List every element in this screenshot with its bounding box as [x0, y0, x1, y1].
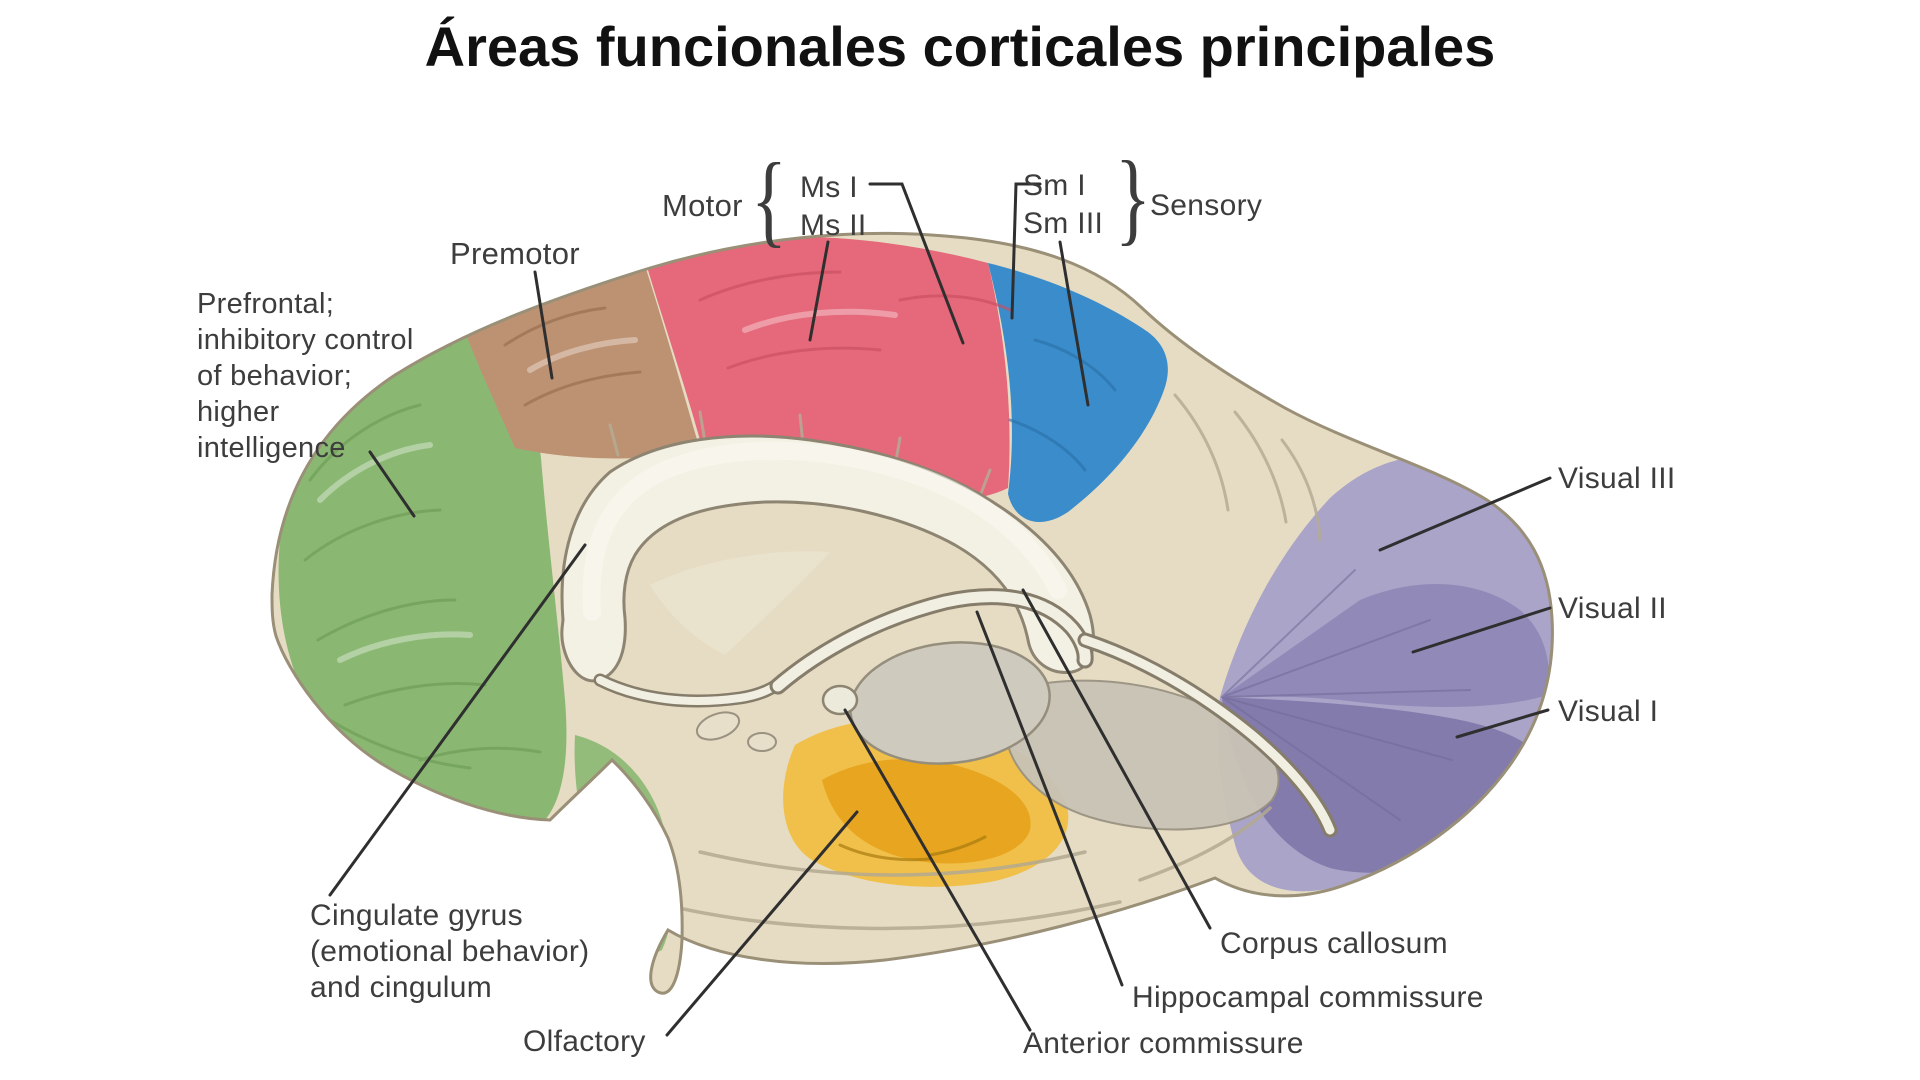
- label-ms2: Ms II: [800, 209, 867, 242]
- label-sensory: Sensory: [1150, 189, 1263, 222]
- cingulate-pointer-line: [328, 543, 587, 897]
- slide-title: Áreas funcionales corticales principales: [424, 15, 1496, 78]
- label-motor: Motor: [662, 188, 743, 223]
- olfactory-pointer-line: [665, 810, 859, 1037]
- label-ms1: Ms I: [800, 171, 858, 204]
- sm1-pointer-line: [1010, 182, 1042, 320]
- label-cingulate: Cingulate gyrus (emotional behavior) and…: [310, 899, 590, 1004]
- hippocampal-pointer-line: [975, 610, 1124, 987]
- corpus-callosum-highlight: [582, 441, 1067, 621]
- visual2-pointer-line: [1411, 606, 1552, 654]
- label-anterior-commissure: Anterior commissure: [1023, 1027, 1304, 1060]
- label-olfactory: Olfactory: [523, 1025, 646, 1058]
- visual-ii-region: [1222, 583, 1550, 707]
- olfactory-sulci: [838, 835, 987, 862]
- label-visual3: Visual III: [1558, 462, 1676, 495]
- label-hippocampal-commissure: Hippocampal commissure: [1132, 981, 1484, 1014]
- pointer-lines: [328, 182, 1552, 1037]
- occipital-fan-sulci: [1221, 569, 1471, 821]
- visual1-pointer-line: [1455, 708, 1550, 739]
- olfactory-region-core: [822, 758, 1031, 864]
- motor-brace-open: {: [750, 142, 787, 257]
- anterior-commissure-shape: [821, 684, 859, 716]
- septum-pellucidum: [650, 551, 830, 655]
- premotor-pointer-line: [533, 270, 554, 380]
- anterior-pointer-line: [843, 708, 1032, 1032]
- sm3-pointer-line: [1058, 240, 1090, 407]
- optic-chiasm-shape: [695, 711, 741, 741]
- ms1-pointer-line: [868, 182, 965, 345]
- ms2-pointer-line: [808, 240, 830, 342]
- hippocampus-arc-light: [1080, 635, 1335, 835]
- label-prefrontal: Prefrontal; inhibitory control of behavi…: [197, 288, 414, 464]
- label-visual2: Visual II: [1558, 592, 1667, 625]
- brain-outline: [270, 231, 1554, 995]
- sensory-brace-close: }: [1114, 140, 1151, 255]
- motor-region: [642, 236, 1010, 499]
- sensory-region: [988, 263, 1168, 523]
- corpus-callosum-pointer-line: [1021, 588, 1212, 930]
- gyri-texture: [303, 270, 1322, 931]
- label-corpus-callosum: Corpus callosum: [1220, 927, 1448, 960]
- prefrontal-pointer-line: [368, 450, 416, 518]
- label-sm1: Sm I: [1023, 169, 1086, 202]
- label-sm3: Sm III: [1023, 207, 1104, 240]
- mammillary-shape: [747, 732, 777, 752]
- label-visual1: Visual I: [1558, 695, 1659, 728]
- label-premotor: Premotor: [450, 236, 580, 271]
- visual3-pointer-line: [1378, 476, 1552, 552]
- prefrontal-region: [278, 293, 567, 820]
